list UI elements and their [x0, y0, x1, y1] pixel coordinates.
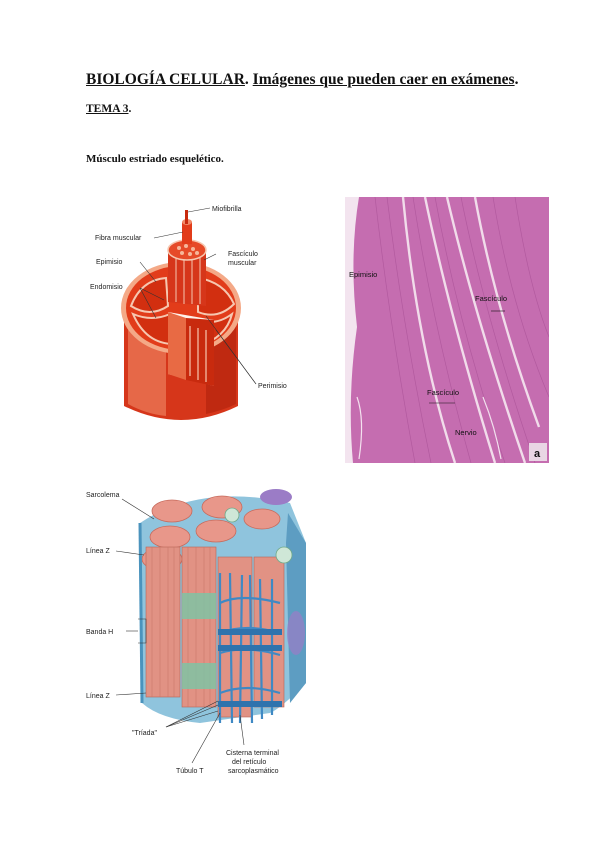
label-banda-h: Banda H: [86, 629, 113, 636]
title-period: .: [514, 71, 519, 88]
muscle-structure-illustration: Miofibrilla Fibra muscular Fascículo mus…: [90, 206, 287, 420]
topic-heading: TEMA 3.: [86, 103, 131, 115]
label-nervio: Nervio: [455, 428, 477, 437]
label-perimisio: Perimisio: [258, 383, 287, 390]
label-linea-z-top: Línea Z: [86, 548, 110, 555]
label-fasciculo-micro-top: Fascículo: [475, 294, 507, 303]
label-cisterna-line3: sarcoplasmático: [228, 768, 279, 775]
label-fasciculo-micro-bottom: Fascículo: [427, 388, 459, 397]
panel-letter: a: [534, 448, 541, 460]
topic-label: TEMA 3: [86, 103, 129, 115]
label-fasciculo-line1: Fascículo: [228, 251, 258, 258]
label-epimisio: Epimisio: [96, 259, 123, 266]
label-endomisio: Endomisio: [90, 284, 123, 291]
title-subject: BIOLOGÍA CELULAR: [86, 71, 245, 88]
title-separator: .: [244, 71, 253, 88]
label-miofibrilla: Miofibrilla: [212, 206, 242, 213]
label-triada: "Tríada": [132, 730, 157, 737]
section-heading: Músculo estriado esquelético.: [86, 153, 224, 165]
label-epimisio-micro: Epimisio: [349, 270, 377, 279]
label-sarcolema: Sarcolema: [86, 492, 120, 499]
label-linea-z-bottom: Línea Z: [86, 693, 110, 700]
page-title: BIOLOGÍA CELULAR. Imágenes que pueden ca…: [86, 71, 518, 89]
label-tubulo-t: Túbulo T: [176, 768, 204, 775]
myofibril-reticulum-illustration: Sarcolema Línea Z Banda H Línea Z "Tríad…: [86, 489, 306, 775]
topic-period: .: [128, 103, 132, 115]
label-fibra-muscular: Fibra muscular: [95, 235, 142, 242]
histology-micrograph: a Epimisio Fascículo Fascículo Nervio: [345, 197, 549, 463]
title-description: Imágenes que pueden caer en exámenes: [252, 71, 515, 88]
label-fasciculo-line2: muscular: [228, 260, 257, 267]
label-cisterna-line2: del retículo: [232, 759, 266, 766]
label-cisterna-line1: Cisterna terminal: [226, 750, 279, 757]
